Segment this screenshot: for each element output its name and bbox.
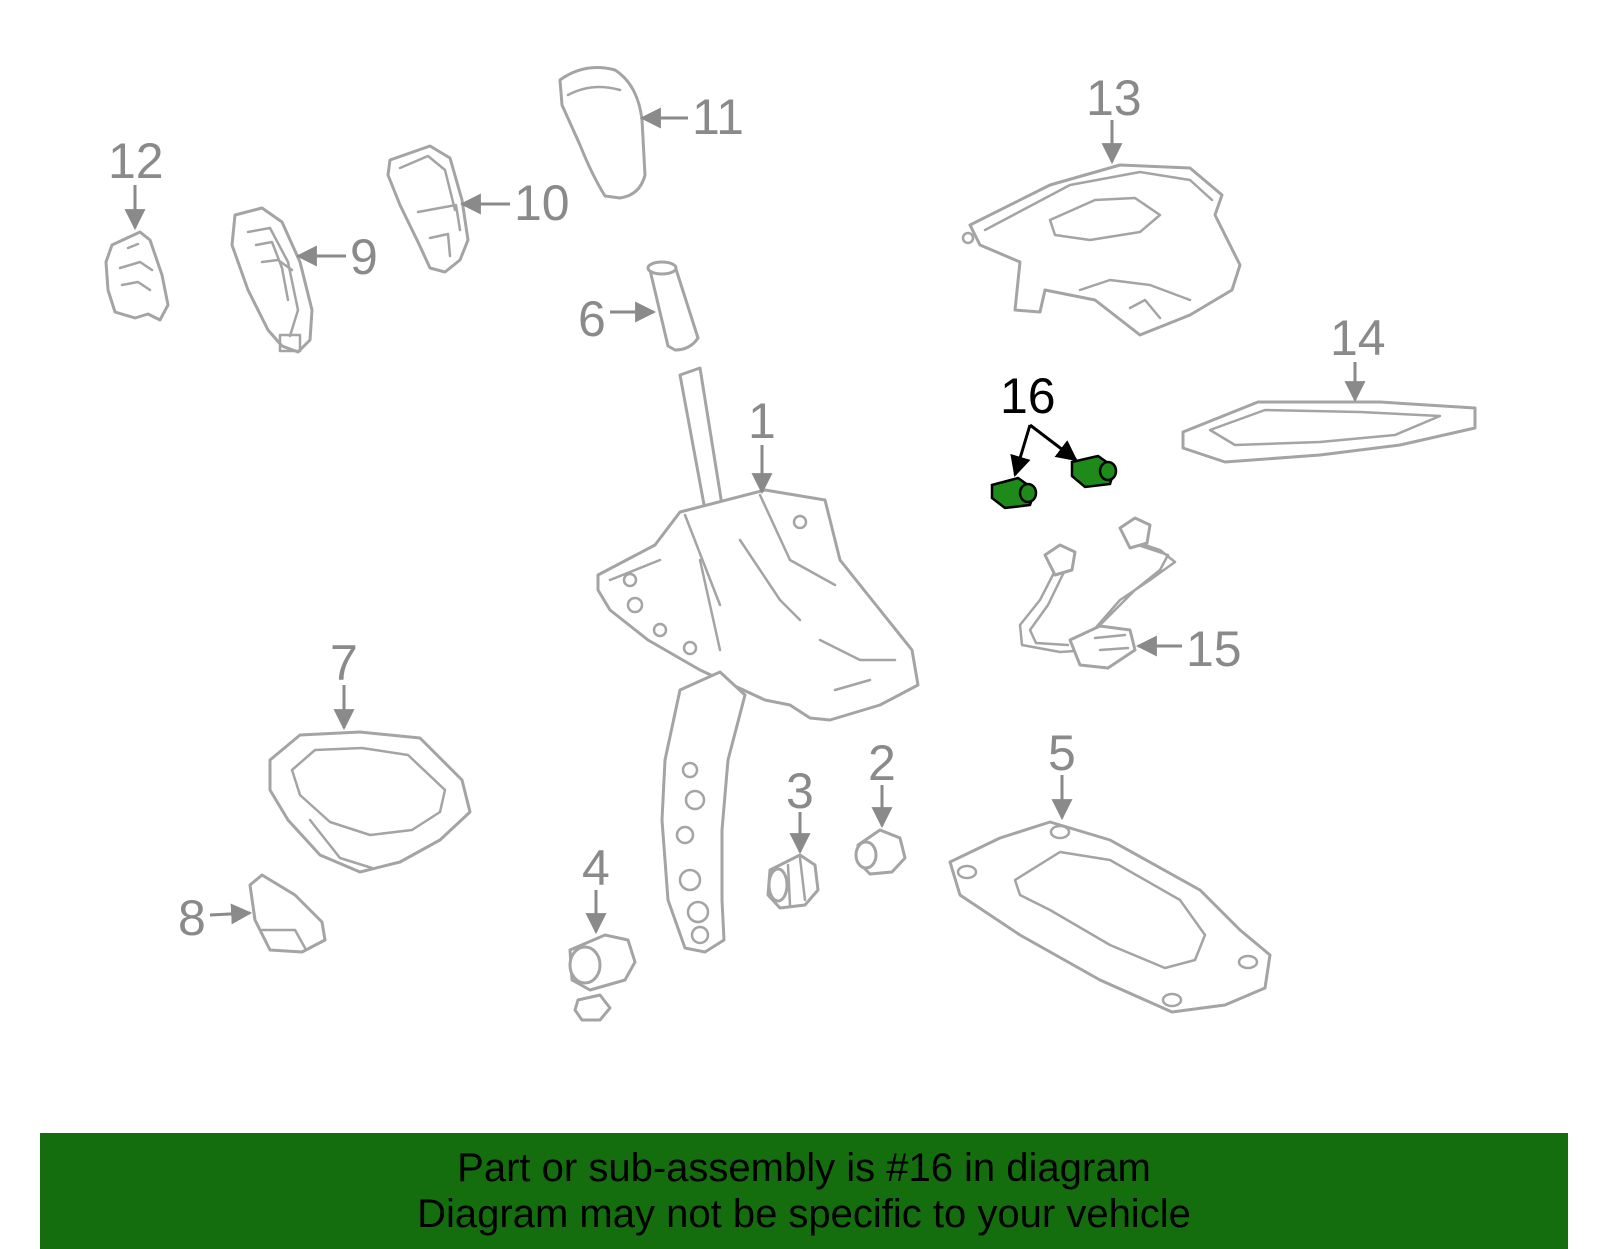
label-part-12: 12 [108,133,164,189]
part-5-gasket-plate[interactable] [948,820,1272,1014]
part-15-wiring-harness[interactable] [1018,516,1177,670]
label-part-11: 11 [692,89,744,145]
part-2-grommet[interactable] [854,828,907,876]
label-part-4: 4 [582,840,610,896]
label-part-2: 2 [868,735,896,791]
label-part-9: 9 [350,229,378,285]
label-part-16: 16 [1000,368,1056,424]
label-part-3: 3 [786,763,814,819]
label-part-6: 6 [578,291,606,347]
label-part-13: 13 [1086,70,1142,126]
part-14-tray[interactable] [1181,400,1477,464]
part-13-shift-indicator-housing[interactable] [961,163,1242,337]
banner-line-1: Part or sub-assembly is #16 in diagram [457,1146,1151,1190]
label-part-7: 7 [330,635,358,691]
part-3-bushing[interactable] [766,853,820,910]
part-8-bracket[interactable] [248,873,327,954]
part-9-bezel[interactable] [230,206,314,354]
info-banner: Part or sub-assembly is #16 in diagram D… [40,1133,1568,1249]
part-1-shifter-assembly[interactable] [596,366,920,954]
label-part-1: 1 [748,393,776,449]
label-part-8: 8 [178,890,206,946]
part-12-trim-piece[interactable] [104,230,170,322]
part-11-shift-knob[interactable] [558,66,647,200]
label-part-5: 5 [1048,725,1076,781]
part-16-bulb-left[interactable] [990,476,1038,510]
label-part-10: 10 [514,175,570,231]
part-4-knob-bushing[interactable] [568,933,637,1022]
part-10-trim-cover[interactable] [386,144,470,274]
label-part-14: 14 [1330,310,1386,366]
parts-diagram: 12 9 10 11 6 [104,66,1477,1022]
part-7-boot[interactable] [268,730,472,874]
part-16-bulb-right[interactable] [1070,454,1118,489]
part-6-sleeve[interactable] [646,260,700,352]
label-part-15: 15 [1186,621,1242,677]
banner-line-2: Diagram may not be specific to your vehi… [417,1192,1191,1236]
